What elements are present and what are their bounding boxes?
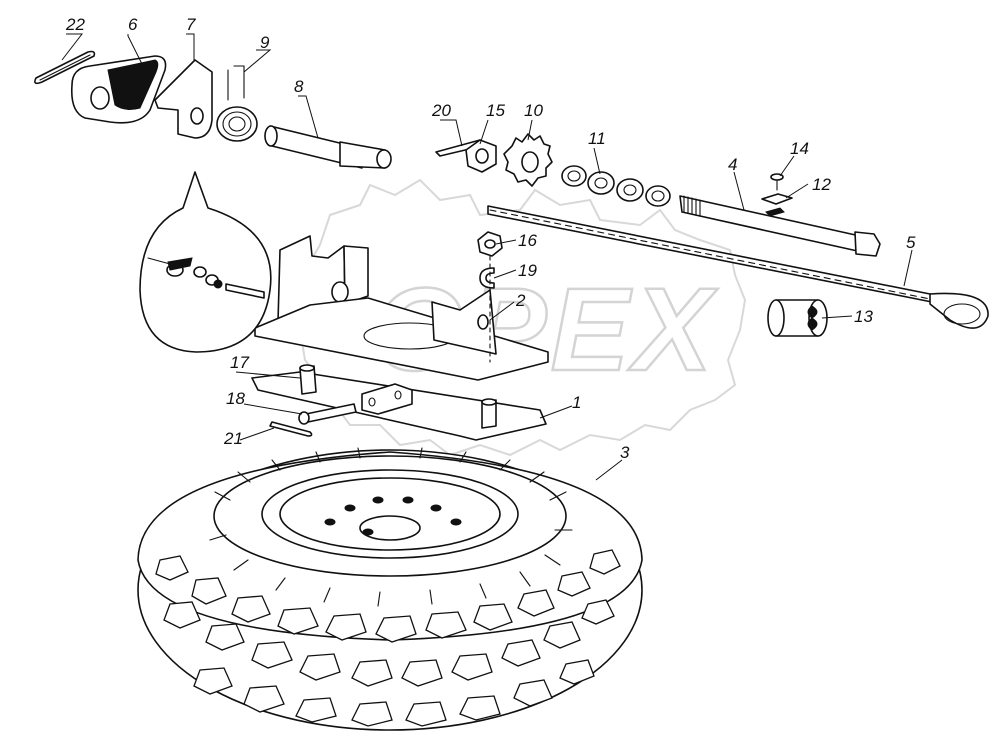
callout-4: 4 <box>728 155 737 174</box>
tire-tread-pattern <box>155 549 621 727</box>
leader-10 <box>527 119 533 141</box>
part-14-screw <box>770 173 784 191</box>
part-10-ratchet-gear <box>503 133 553 187</box>
leader-21 <box>239 427 275 441</box>
part-mounting-bracket <box>254 235 549 381</box>
callout-20: 20 <box>431 101 451 120</box>
part-1-lower-bracket <box>251 371 547 441</box>
callout-10: 10 <box>524 101 543 120</box>
callout-22: 22 <box>65 15 85 34</box>
part-12-plate <box>761 193 793 217</box>
callout-15: 15 <box>486 101 505 120</box>
leader-15 <box>479 119 489 145</box>
part-5-cable <box>487 205 989 329</box>
callout-8: 8 <box>294 77 304 96</box>
leader-13 <box>821 315 853 319</box>
leader-7 <box>186 33 195 62</box>
part-6-cam <box>70 55 167 124</box>
part-8-axle-pin <box>264 125 392 169</box>
callout-16: 16 <box>518 231 537 250</box>
callout-9: 9 <box>260 33 270 52</box>
part-16-nut <box>477 231 503 257</box>
leader-16 <box>495 239 517 245</box>
callout-3: 3 <box>620 443 630 462</box>
callout-11: 11 <box>588 129 606 148</box>
leader-20 <box>440 119 463 147</box>
leader-4 <box>733 171 745 211</box>
part-21-cotter-pin <box>269 421 313 437</box>
callout-7: 7 <box>186 15 196 34</box>
part-3-wheel <box>137 447 643 731</box>
callout-21: 21 <box>223 429 243 448</box>
part-22-cotter-pin <box>34 50 96 85</box>
callout-13: 13 <box>854 307 873 326</box>
leader-18 <box>243 403 303 415</box>
leader-11 <box>593 147 601 175</box>
callout-1: 1 <box>572 393 581 412</box>
leader-9 <box>243 49 272 73</box>
part-17-stud <box>299 364 497 429</box>
part-15-castle-nut <box>465 139 497 173</box>
leader-1 <box>539 405 573 419</box>
leader-14 <box>779 155 795 177</box>
callout-6: 6 <box>128 15 138 34</box>
part-4-threaded-shaft <box>679 195 881 257</box>
leader-2 <box>489 301 515 321</box>
callout-19: 19 <box>518 261 537 280</box>
leader-3 <box>595 459 623 481</box>
callout-12: 12 <box>812 175 831 194</box>
callout-labels: 22 6 7 9 8 20 15 10 11 14 12 4 5 16 19 2… <box>65 15 916 462</box>
leader-lines <box>61 33 913 481</box>
callout-2: 2 <box>515 291 526 310</box>
detail-callout-bubble <box>139 171 272 353</box>
part-9-spring <box>216 65 258 142</box>
leader-17 <box>235 371 301 379</box>
part-7-bracket <box>154 59 213 139</box>
leader-5 <box>903 249 913 287</box>
callout-14: 14 <box>790 139 809 158</box>
part-11-washers <box>561 165 671 207</box>
part-18-pin <box>298 403 357 425</box>
part-13-clamp <box>767 299 828 337</box>
leader-22 <box>61 33 84 61</box>
callout-17: 17 <box>230 353 249 372</box>
leader-12 <box>785 183 809 199</box>
leader-19 <box>493 269 517 279</box>
leader-8 <box>298 95 319 139</box>
callout-5: 5 <box>906 233 916 252</box>
callout-18: 18 <box>226 389 245 408</box>
leader-6 <box>127 34 147 73</box>
